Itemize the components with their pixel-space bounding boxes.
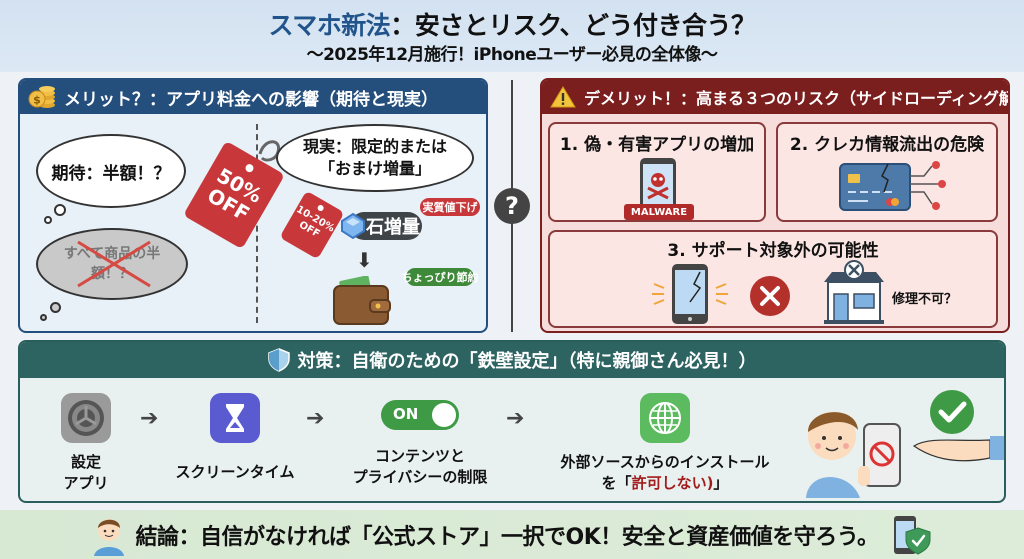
saving-badge: ちょっぴり節約 xyxy=(402,268,479,286)
step-label: コンテンツと プライバシーの制限 xyxy=(340,446,500,488)
reality-text: 現実：限定的または 「おまけ増量」 xyxy=(303,136,447,180)
merit-heading-text: メリット？：アプリ料金への影響（期待と現実） xyxy=(64,89,438,110)
step-label-suffix: 」 xyxy=(713,474,729,492)
thought-dot xyxy=(54,204,66,216)
question-icon: ? xyxy=(494,188,530,224)
repair-shop-closed-icon xyxy=(824,260,884,324)
cross-out-icon xyxy=(77,240,151,288)
merit-panel: $ メリット？：アプリ料金への影響（期待と現実） 期待：半額！？ すべて商品の半… xyxy=(18,78,488,333)
step-label-line2: アプリ xyxy=(63,474,109,492)
step-label-line1: 外部ソースからのインストール xyxy=(560,453,770,471)
risk-title: 1. 偽・有害アプリの増加 xyxy=(559,135,755,155)
credit-card-leak-icon xyxy=(839,161,946,211)
step-label-line2: プライバシーの制限 xyxy=(352,468,488,486)
page-title: スマホ新法：安さとリスク、どう付き合う？ xyxy=(0,6,1024,42)
conclusion-bar: 結論：自信がなければ「公式ストア」一択でOK！安全と資産価値を守ろう。 xyxy=(0,510,1024,559)
step-label: 外部ソースからのインストール を「許可しない)」 xyxy=(540,452,790,494)
merit-heading: $ メリット？：アプリ料金への影響（期待と現実） xyxy=(20,80,486,114)
on-toggle[interactable]: ON xyxy=(381,400,459,430)
page-header: スマホ新法：安さとリスク、どう付き合う？ 〜2025年12月施行！iPhoneユ… xyxy=(0,0,1024,72)
arrow-right-icon: ➔ xyxy=(506,406,525,431)
risk-title: 3. サポート対象外の可能性 xyxy=(667,241,879,261)
malware-phone-icon xyxy=(640,158,676,216)
secure-phone-icon xyxy=(894,515,931,555)
down-arrow-icon: ⬇ xyxy=(356,248,373,272)
thought-dot xyxy=(40,314,47,321)
step-label: スクリーンタイム xyxy=(175,463,295,481)
demerit-panel: デメリット！：高まる３つのリスク（サイドローディング解禁） 1. 偽・有害アプリ… xyxy=(540,78,1010,333)
arrow-right-icon: ➔ xyxy=(306,406,325,431)
risk-card-support: 3. サポート対象外の可能性 修理不可 xyxy=(548,230,998,328)
settings-gear-icon xyxy=(61,393,111,443)
reality-line1: 現実：限定的または xyxy=(302,137,447,156)
toggle-label: ON xyxy=(393,405,419,423)
arrow-right-icon: ➔ xyxy=(140,406,159,431)
step-label-line1: 設定 xyxy=(70,453,101,471)
step-label-line1: コンテンツと xyxy=(374,447,465,465)
expectation-bubble: 期待：半額！？ xyxy=(36,134,186,208)
expectation-text: 期待：半額！？ xyxy=(51,163,171,184)
step-label: 設定 アプリ xyxy=(56,452,116,494)
step-external-sources[interactable]: 外部ソースからのインストール を「許可しない)」 xyxy=(540,392,790,494)
wallet-icon xyxy=(333,276,391,325)
page-subtitle: 〜2025年12月施行！iPhoneユーザー必見の全体像〜 xyxy=(306,45,718,65)
demerit-heading-text: デメリット！：高まる３つのリスク（サイドローディング解禁） xyxy=(584,89,1010,108)
coins-icon: $ xyxy=(28,85,56,109)
step-label-emphasis: 許可しない) xyxy=(631,474,714,492)
shield-icon xyxy=(267,348,290,372)
person-avatar-icon xyxy=(93,518,124,556)
malware-badge: MALWARE xyxy=(624,204,694,220)
hourglass-icon xyxy=(210,393,260,443)
thought-dot xyxy=(44,216,52,224)
warning-icon xyxy=(550,86,576,108)
discount-badge: 実質値下げ xyxy=(420,198,480,216)
child-with-blocked-phone-illustration xyxy=(806,412,901,498)
step-screen-time[interactable]: スクリーンタイム xyxy=(160,392,310,483)
step-settings-app[interactable]: 設定 アプリ xyxy=(56,392,116,494)
toggle-knob xyxy=(432,403,456,427)
broken-phone-icon xyxy=(652,264,728,324)
reality-line2: 「おまけ増量」 xyxy=(318,159,431,178)
title-accent: スマホ新法 xyxy=(268,11,391,40)
repair-note: 修理不可？ xyxy=(892,292,958,307)
thought-dot xyxy=(50,302,61,313)
small-discount-tag: 10-20% OFF xyxy=(279,190,345,260)
reality-bubble: 現実：限定的または 「おまけ増量」 xyxy=(276,124,474,192)
countermeasure-heading: 対策：自衛のための「鉄壁設定」（特に親御さん必見！） xyxy=(20,342,1004,378)
title-rest: ：安さとリスク、どう付き合う？ xyxy=(390,11,756,40)
globe-icon xyxy=(640,393,690,443)
step-content-privacy[interactable]: ON コンテンツと プライバシーの制限 xyxy=(340,396,500,488)
gem-icon xyxy=(341,212,365,240)
merit-divider xyxy=(256,124,258,323)
countermeasure-heading-text: 対策：自衛のための「鉄壁設定」（特に親御さん必見！） xyxy=(297,351,757,372)
svg-text:$: $ xyxy=(33,94,41,107)
error-x-icon xyxy=(750,276,790,316)
risk-card-card-leak: 2. クレカ情報流出の危険 xyxy=(776,122,998,222)
risk-title: 2. クレカ情報流出の危険 xyxy=(789,135,985,155)
risk-card-fake-apps: 1. 偽・有害アプリの増加 MALWARE xyxy=(548,122,766,222)
gem-label: 石増量 xyxy=(366,217,420,238)
hand-check-illustration xyxy=(912,390,1004,462)
conclusion-text: 結論：自信がなければ「公式ストア」一択でOK！安全と資産価値を守ろう。 xyxy=(135,524,879,550)
crossed-bubble: すべて商品の半額！？ xyxy=(36,228,188,300)
demerit-heading: デメリット！：高まる３つのリスク（サイドローディング解禁） xyxy=(542,80,1008,114)
step-label-prefix: を「 xyxy=(601,474,632,492)
